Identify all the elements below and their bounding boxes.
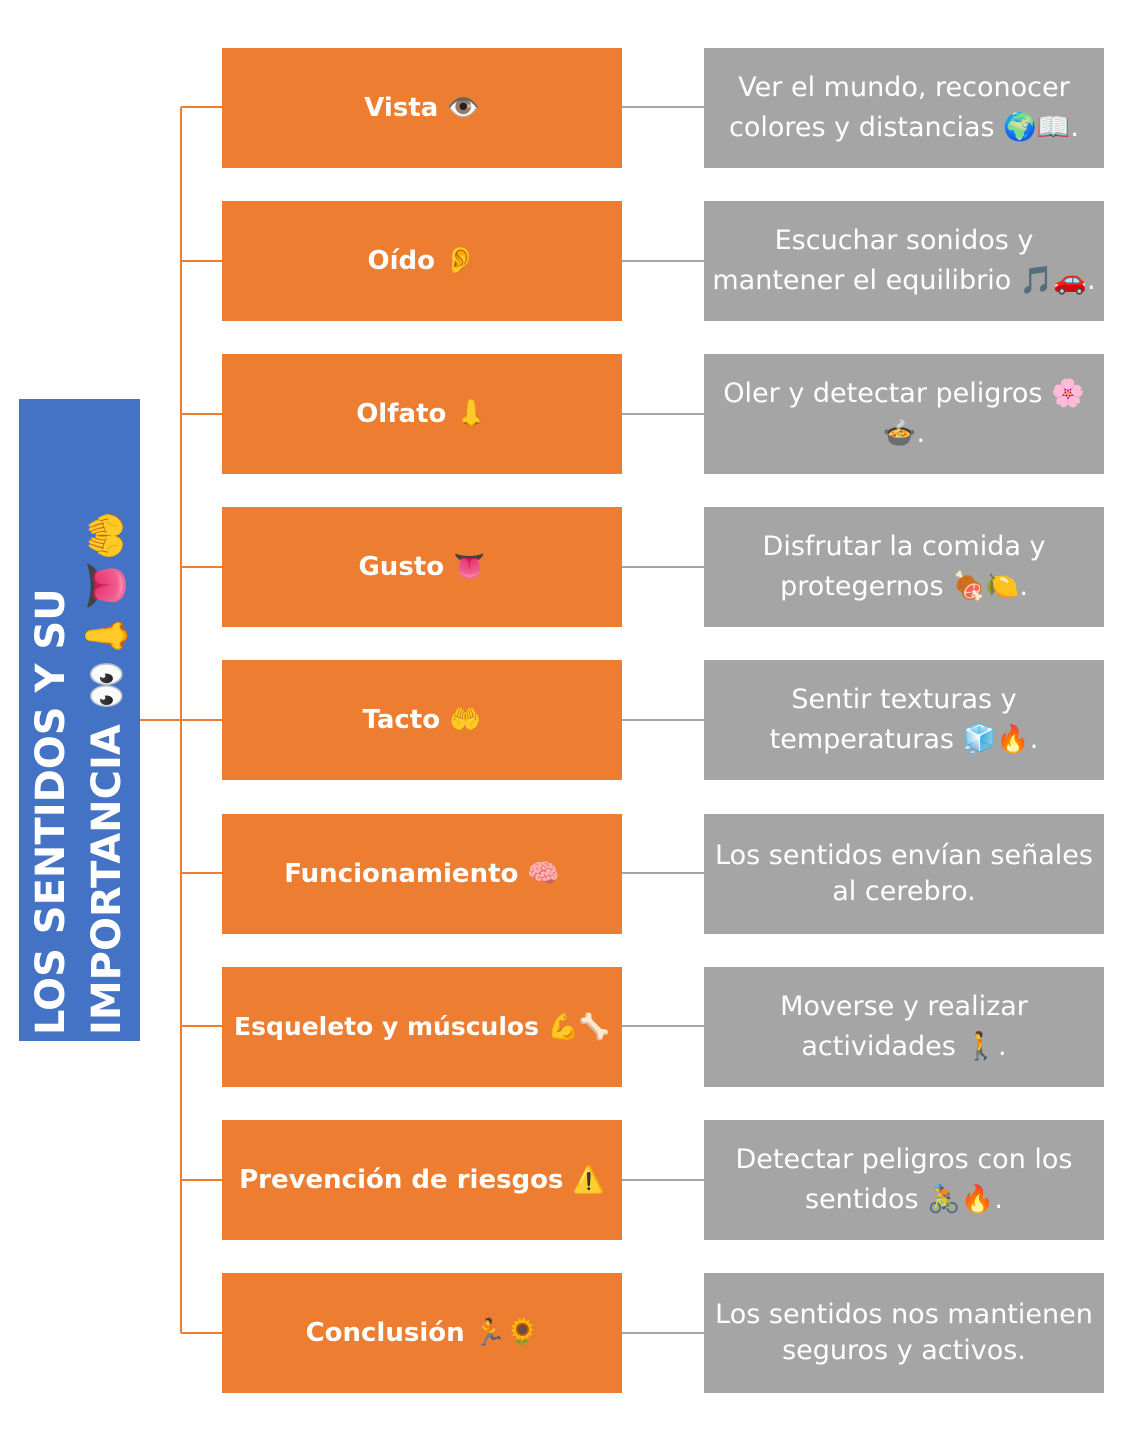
detail-tacto: Sentir texturas y temperaturas 🧊🔥. bbox=[704, 660, 1104, 780]
detail-prevencion: Detectar peligros con los sentidos 🚴🔥. bbox=[704, 1120, 1104, 1240]
topic-prevencion: Prevención de riesgos ⚠️ bbox=[222, 1120, 622, 1240]
detail-text: Sentir texturas y temperaturas 🧊🔥. bbox=[769, 684, 1039, 755]
detail-oido: Escuchar sonidos y mantener el equilibri… bbox=[704, 201, 1104, 321]
root-node: LOS SENTIDOS Y SU IMPORTANCIA 👀👃👅🤲 bbox=[19, 399, 140, 1041]
topic-vista: Vista 👁️ bbox=[222, 48, 622, 168]
detail-esqueleto: Moverse y realizar actividades 🚶. bbox=[704, 967, 1104, 1087]
detail-text: Los sentidos envían señales al cerebro. bbox=[715, 840, 1093, 907]
detail-gusto: Disfrutar la comida y protegernos 🍖🍋. bbox=[704, 507, 1104, 627]
topic-tacto: Tacto 🤲 bbox=[222, 660, 622, 780]
topic-funcionamiento: Funcionamiento 🧠 bbox=[222, 814, 622, 934]
detail-text: Los sentidos nos mantienen seguros y act… bbox=[715, 1299, 1093, 1366]
topic-gusto: Gusto 👅 bbox=[222, 507, 622, 627]
detail-vista: Ver el mundo, reconocer colores y distan… bbox=[704, 48, 1104, 168]
topic-oido: Oído 👂 bbox=[222, 201, 622, 321]
detail-text: Escuchar sonidos y mantener el equilibri… bbox=[712, 225, 1096, 296]
root-title: LOS SENTIDOS Y SU IMPORTANCIA 👀👃👅🤲 bbox=[28, 511, 130, 1035]
detail-text: Oler y detectar peligros 🌸🍲. bbox=[723, 378, 1085, 449]
detail-conclusion: Los sentidos nos mantienen seguros y act… bbox=[704, 1273, 1104, 1393]
topic-olfato: Olfato 👃 bbox=[222, 354, 622, 474]
topic-conclusion: Conclusión 🏃🌻 bbox=[222, 1273, 622, 1393]
detail-text: Detectar peligros con los sentidos 🚴🔥. bbox=[735, 1144, 1073, 1215]
detail-olfato: Oler y detectar peligros 🌸🍲. bbox=[704, 354, 1104, 474]
topic-esqueleto: Esqueleto y músculos 💪🦴 bbox=[222, 967, 622, 1087]
detail-text: Disfrutar la comida y protegernos 🍖🍋. bbox=[762, 531, 1046, 602]
detail-text: Ver el mundo, reconocer colores y distan… bbox=[728, 72, 1080, 143]
detail-funcionamiento: Los sentidos envían señales al cerebro. bbox=[704, 814, 1104, 934]
detail-text: Moverse y realizar actividades 🚶. bbox=[780, 991, 1028, 1062]
